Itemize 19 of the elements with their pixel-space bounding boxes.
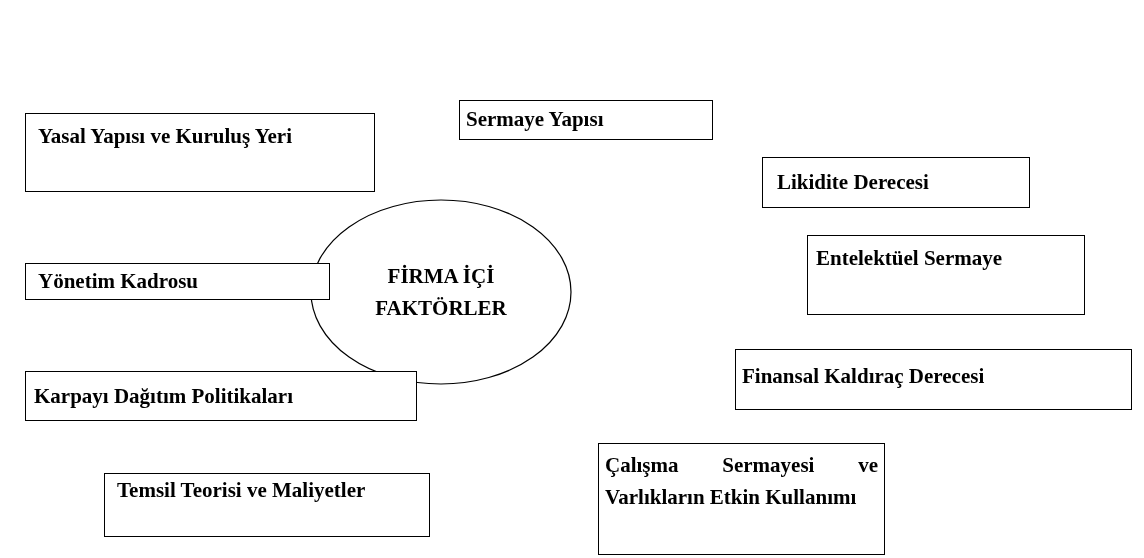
factor-label: Sermaye Yapısı xyxy=(466,106,605,133)
factor-box xyxy=(25,263,330,300)
factor-label: Yönetim Kadrosu xyxy=(38,268,200,295)
factor-label: Finansal Kaldıraç Derecesi xyxy=(742,363,986,390)
factor-label: Entelektüel Sermaye xyxy=(816,245,1004,272)
factor-box xyxy=(735,349,1132,410)
factor-box xyxy=(25,113,375,192)
factor-box xyxy=(598,443,885,555)
factor-label: Çalışma Sermayesi ve Varlıkların Etkin Kullanımı xyxy=(605,452,878,511)
factor-box xyxy=(104,473,430,537)
factor-label: Yasal Yapısı ve Kuruluş Yeri xyxy=(38,123,293,150)
factor-label: Karpayı Dağıtım Politikaları xyxy=(34,383,294,410)
factor-box xyxy=(25,371,417,421)
factor-label: FİRMA İÇİ FAKTÖRLER xyxy=(374,263,508,322)
factor-label: Temsil Teorisi ve Maliyetler xyxy=(117,477,367,504)
factor-box xyxy=(807,235,1085,315)
factor-label: Likidite Derecesi xyxy=(777,169,930,196)
factor-box xyxy=(762,157,1030,208)
factor-box xyxy=(459,100,713,140)
